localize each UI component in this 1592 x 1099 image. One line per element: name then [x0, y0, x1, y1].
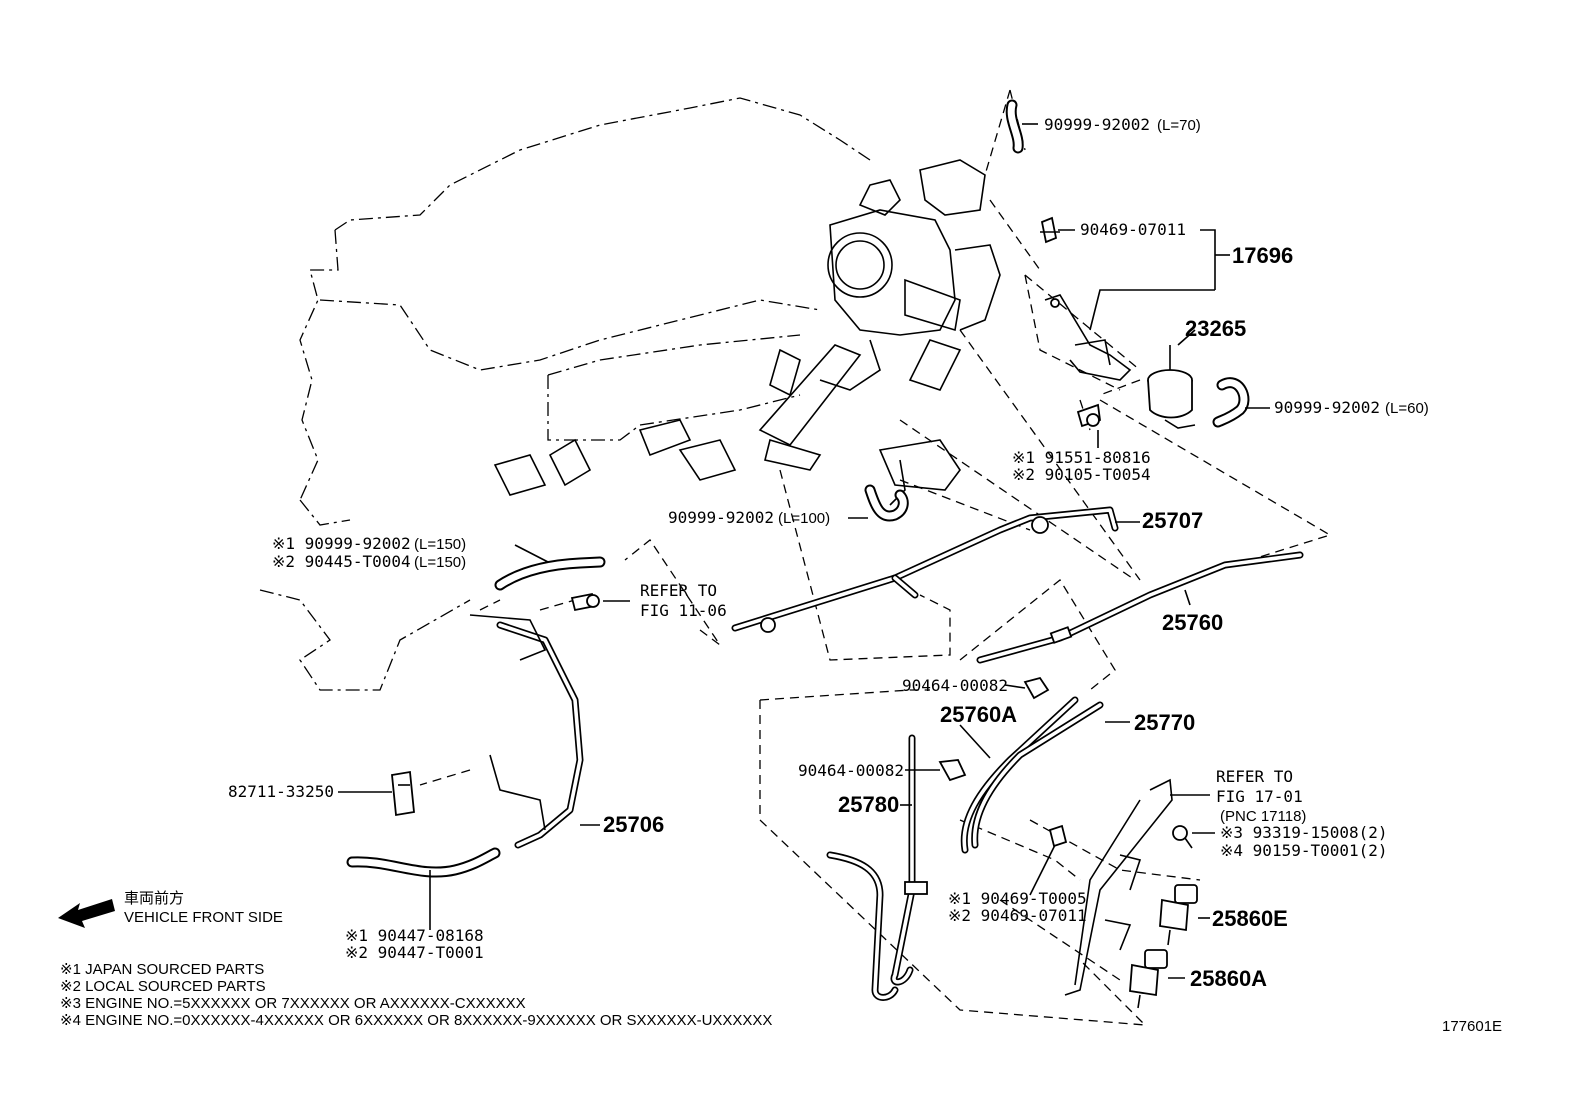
- label-hose-low-local: ※2 90447-T0001: [345, 943, 484, 962]
- engine-outline: [259, 97, 871, 691]
- vsv-25860a: [1129, 949, 1168, 1009]
- label-valve-23265: 23265: [1185, 316, 1246, 341]
- label-hose-top-len: (L=70): [1157, 117, 1201, 134]
- label-pipe-25707: 25707: [1142, 508, 1203, 533]
- footnotes: ※1 JAPAN SOURCED PARTS ※2 LOCAL SOURCED …: [60, 961, 772, 1029]
- direction-indicator: 車両前方 VEHICLE FRONT SIDE: [58, 890, 283, 928]
- label-bracket-82711: 82711-33250: [228, 782, 334, 801]
- clamp-90469-t0005: [1048, 824, 1068, 848]
- label-vsv-25860e: 25860E: [1212, 906, 1288, 931]
- throttle-body: [819, 159, 1001, 391]
- label-hose-right: 90999-92002: [1274, 398, 1380, 417]
- pipe-25707: [731, 506, 1119, 633]
- hose-top: [1005, 99, 1024, 154]
- label-bolt-3: ※3 93319-15008(2): [1220, 823, 1388, 842]
- hose-mid: [864, 484, 909, 522]
- hose-right: [1212, 377, 1250, 428]
- label-clamp-top: 90469-07011: [1080, 220, 1186, 239]
- bolt-93319: [1172, 825, 1193, 849]
- label-pipe-25760a: 25760A: [940, 702, 1017, 727]
- bracket-vsv: [1064, 778, 1173, 996]
- pipe-25760a-25770: [960, 696, 1104, 854]
- label-refer-1b: FIG 11-06: [640, 601, 727, 620]
- note-3: ※3 ENGINE NO.=5XXXXXX OR 7XXXXXX OR AXXX…: [60, 995, 526, 1012]
- clip-90464-a: [1023, 676, 1050, 700]
- label-clip-2: 90464-00082: [798, 761, 904, 780]
- label-bolt-4: ※4 90159-T0001(2): [1220, 841, 1388, 860]
- label-refer-2b: FIG 17-01: [1216, 787, 1303, 806]
- note-1: ※1 JAPAN SOURCED PARTS: [60, 961, 264, 978]
- pipe-25760: [976, 551, 1304, 664]
- callout-labels: 90999-92002 (L=70) 90469-07011 17696 232…: [228, 115, 1429, 991]
- vsv-25860e: [1159, 884, 1198, 946]
- bolt-refer-11-06: [570, 592, 600, 612]
- hose-low: [346, 847, 501, 878]
- clip-90464-b: [938, 759, 967, 782]
- label-vsv-25860a: 25860A: [1190, 966, 1267, 991]
- pipe-25706: [469, 614, 584, 849]
- bolt-91551: [1076, 403, 1101, 428]
- valve-23265: [1147, 345, 1196, 429]
- label-hose-right-len: (L=60): [1385, 400, 1429, 417]
- label-hose-left-japan: ※1 90999-92002: [272, 534, 411, 553]
- bracket-17696: [1044, 294, 1132, 381]
- arrow-left-icon: [58, 899, 115, 928]
- hose-left: [494, 556, 606, 591]
- label-hose-low-japan: ※1 90447-08168: [345, 926, 484, 945]
- label-bolt-local: ※2 90105-T0054: [1012, 465, 1151, 484]
- figure-id: 177601E: [1442, 1018, 1502, 1035]
- label-pipe-25760: 25760: [1162, 610, 1223, 635]
- label-refer-2a: REFER TO: [1216, 767, 1293, 786]
- label-hose-left-japan-len: (L=150): [414, 536, 466, 553]
- intake-manifold: [493, 344, 961, 506]
- label-clip-1: 90464-00082: [902, 676, 1008, 695]
- label-refer-1a: REFER TO: [640, 581, 717, 600]
- label-hose-mid-len: (L=100): [778, 510, 830, 527]
- label-refer-2c: (PNC 17118): [1220, 808, 1306, 825]
- label-bolt-japan: ※1 91551-80816: [1012, 448, 1151, 467]
- direction-en: VEHICLE FRONT SIDE: [124, 909, 283, 926]
- bracket-82711: [391, 770, 415, 817]
- label-hose-mid: 90999-92002: [668, 508, 774, 527]
- assembly-dashed-lines: [419, 89, 1332, 1026]
- leader-lines: [338, 123, 1270, 979]
- label-hose-left-local: ※2 90445-T0004: [272, 552, 411, 571]
- label-pipe-25780: 25780: [838, 792, 899, 817]
- clamp-top: [1040, 216, 1060, 244]
- note-2: ※2 LOCAL SOURCED PARTS: [60, 978, 266, 995]
- label-assy-17696: 17696: [1232, 243, 1293, 268]
- label-clamp-local: ※2 90469-07011: [948, 906, 1087, 925]
- pipe-25780: [826, 734, 928, 1001]
- label-pipe-25706: 25706: [603, 812, 664, 837]
- direction-jp: 車両前方: [124, 890, 184, 907]
- note-4: ※4 ENGINE NO.=0XXXXXX-4XXXXXX OR 6XXXXXX…: [60, 1012, 772, 1029]
- label-pipe-25770: 25770: [1134, 710, 1195, 735]
- label-clamp-japan: ※1 90469-T0005: [948, 889, 1087, 908]
- label-hose-left-local-len: (L=150): [414, 554, 466, 571]
- label-hose-top: 90999-92002: [1044, 115, 1150, 134]
